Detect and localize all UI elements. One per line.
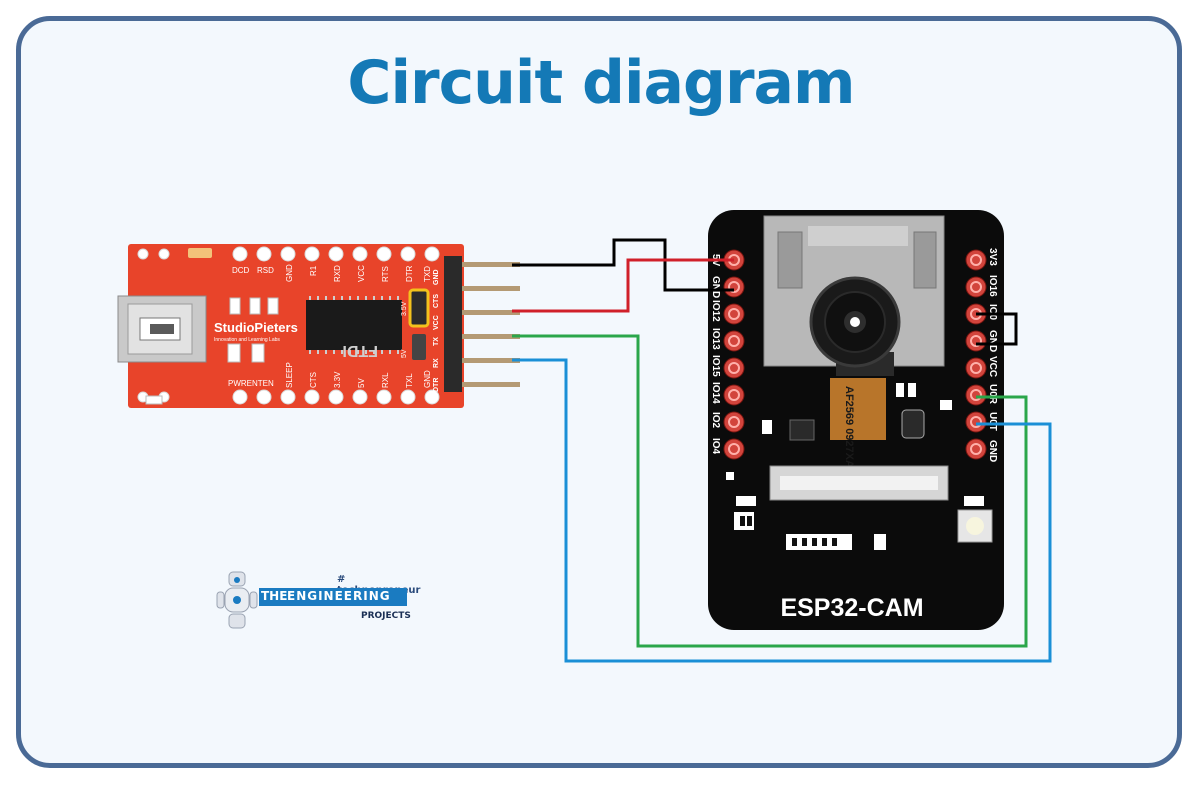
- ftdi-chip-label: FTDI: [342, 342, 378, 359]
- wire-io0-gnd: [976, 312, 1018, 346]
- wires: [512, 238, 1052, 663]
- jumper-5v-label: 5V: [401, 349, 408, 358]
- usb-mini-connector: [117, 295, 207, 363]
- ftdi-bottom-label: SLEEP: [285, 362, 294, 388]
- ftdi-top-label: TXD: [423, 266, 432, 282]
- camera-ribbon: AF2569 0927XA: [830, 378, 886, 468]
- ftdi-chip: FTDI: [306, 296, 402, 359]
- ftdi-header-label: RX: [433, 358, 440, 368]
- esp-left-pin-label: IO15: [710, 355, 721, 377]
- robot-mascot-icon: [216, 571, 258, 629]
- esp-right-pin-label: VCC: [987, 356, 998, 377]
- esp32-cam-board: 5V GND IO12 IO13 IO15 IO14 IO2 IO4 3V3 I…: [708, 210, 1004, 630]
- flash-led: [957, 509, 993, 543]
- wire-vcc: [512, 258, 734, 313]
- ftdi-header-label: DTR: [433, 378, 440, 392]
- logo-projects: PROJECTS: [361, 611, 411, 621]
- esp-left-pin-label: IO4: [710, 438, 721, 455]
- esp-board-label: ESP32-CAM: [780, 594, 923, 622]
- esp-left-pin-header: [723, 249, 745, 460]
- esp-left-pin-label: GND: [710, 276, 721, 298]
- wire-gnd: [512, 238, 734, 292]
- esp-left-pin-label: IO12: [710, 300, 721, 322]
- module-text: AF2569 0927XA: [843, 386, 855, 468]
- ftdi-top-label: GND: [285, 264, 294, 282]
- logo-the: THE: [261, 589, 288, 603]
- esp-right-pin-label: U0R: [987, 384, 998, 405]
- ftdi-bottom-label: 5V: [357, 378, 366, 388]
- ftdi-top-label: VCC: [357, 265, 366, 282]
- jumper-3v-label: 3.5V: [401, 301, 408, 316]
- fpc-connector: [769, 465, 949, 501]
- esp-left-pin-label: IO2: [710, 412, 721, 429]
- voltage-jumper: 3.5V 5V: [401, 288, 430, 360]
- pin-header: [444, 256, 462, 392]
- logo-banner: [259, 588, 407, 606]
- wire-tx: [512, 334, 1028, 648]
- ftdi-bottom-label: TXL: [405, 373, 414, 388]
- ftdi-brand-sub: Innovation and Learning Labs: [214, 337, 280, 343]
- ftdi-top-label: DCD: [232, 266, 250, 275]
- esp-right-pin-label: 3V3: [987, 248, 998, 266]
- esp-left-pin-label: IO14: [710, 382, 721, 404]
- ftdi-header-label: TX: [433, 337, 440, 346]
- ftdi-header-label: CTS: [433, 294, 440, 308]
- ftdi-bottom-label: RXL: [381, 372, 390, 388]
- ftdi-bottom-label: CTS: [309, 372, 318, 388]
- ftdi-brand: StudioPieters: [214, 320, 298, 335]
- engineering-projects-logo: # technopreneur THE ENGINEERING PROJECTS: [215, 568, 420, 632]
- logo-engineering: ENGINEERING: [287, 589, 391, 603]
- esp-right-pin-label: GND: [987, 440, 998, 462]
- wire-rx: [512, 358, 1052, 663]
- page-title: Circuit diagram: [347, 48, 855, 118]
- esp-right-pin-label: U0T: [987, 412, 998, 431]
- esp-right-pin-label: IO0: [987, 304, 998, 321]
- esp-left-pin-label: IO13: [710, 328, 721, 350]
- ftdi-top-label: DTR: [405, 265, 414, 282]
- ftdi-top-label: R1: [309, 265, 318, 276]
- camera-lens: [809, 276, 901, 376]
- ftdi-bottom-label: GND: [423, 370, 432, 388]
- led-component: [188, 248, 212, 258]
- ftdi-header-label: VCC: [433, 315, 440, 330]
- ftdi-bottom-label: 3.3V: [333, 371, 342, 388]
- ftdi-header-label: GND: [433, 269, 440, 285]
- esp-right-pin-label: GND: [987, 330, 998, 352]
- ftdi-top-label: RSD: [257, 266, 274, 275]
- ftdi-top-label: RXD: [333, 265, 342, 282]
- header-pins: [462, 262, 520, 387]
- ftdi-bottom-label: PWRENTEN: [228, 379, 274, 388]
- ftdi-adapter-board: DCD RSD GND R1 RXD VCC RTS DTR TXD PWREN…: [117, 244, 520, 408]
- esp-right-pin-label: IO16: [987, 275, 998, 297]
- ftdi-top-label: RTS: [381, 266, 390, 282]
